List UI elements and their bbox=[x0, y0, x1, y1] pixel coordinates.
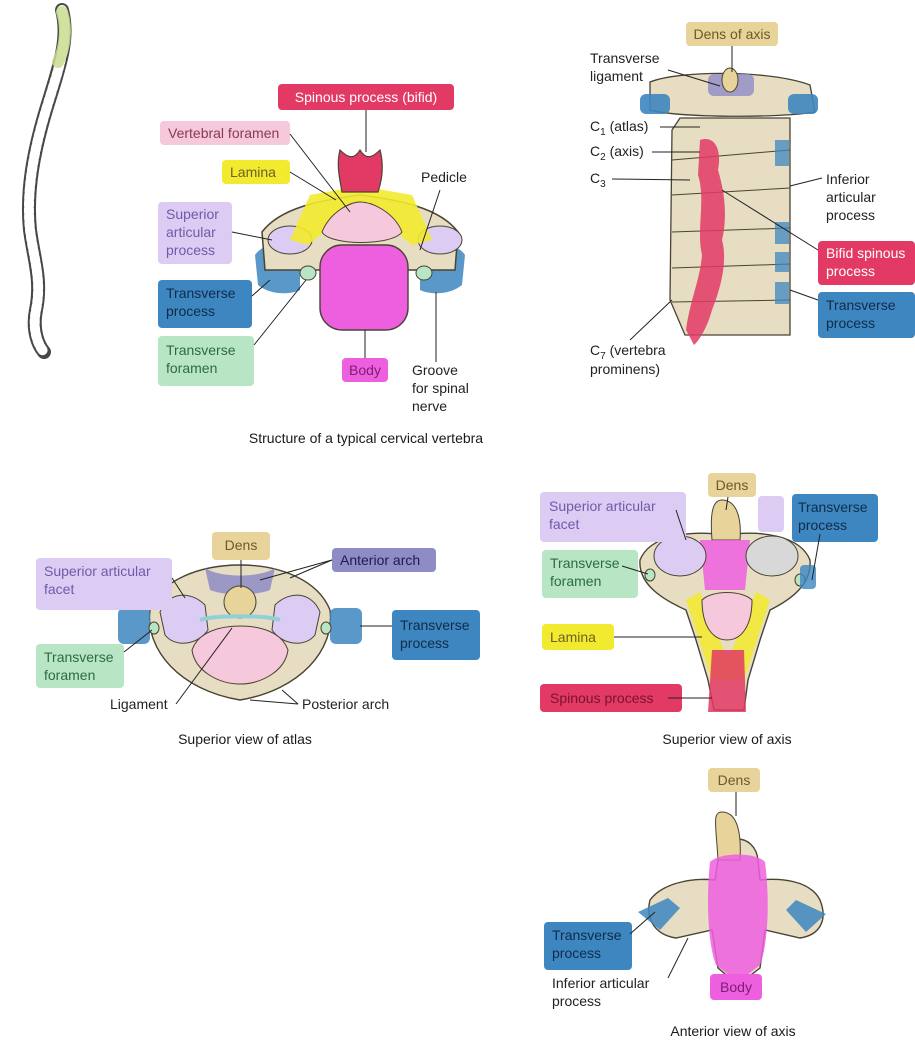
label-axis-transverse-1: Transverse bbox=[798, 499, 868, 515]
label-pedicle: Pedicle bbox=[421, 169, 467, 185]
label-atlas-facet-1: Superior articular bbox=[44, 563, 151, 579]
label-superior-articular-3: process bbox=[166, 242, 215, 258]
label-groove-3: nerve bbox=[412, 398, 447, 414]
label-ligament: Ligament bbox=[110, 696, 168, 712]
label-atlas-dens: Dens bbox=[225, 537, 258, 553]
label-anterior-transverse-2: process bbox=[552, 945, 601, 961]
label-anterior-dens: Dens bbox=[718, 772, 751, 788]
label-superior-articular-2: articular bbox=[166, 224, 216, 240]
label-column-transverse-1: Transverse bbox=[826, 297, 896, 313]
label-bifid-spinous-1: Bifid spinous bbox=[826, 245, 905, 261]
label-inferior-articular-1: Inferior bbox=[826, 171, 870, 187]
label-transverse-ligament-1: Transverse bbox=[590, 50, 660, 66]
label-bifid-spinous-2: process bbox=[826, 263, 875, 279]
label-transverse-process-1: Transverse bbox=[166, 285, 236, 301]
label-vertebral-foramen: Vertebral foramen bbox=[168, 125, 279, 141]
label-axis-lamina: Lamina bbox=[550, 629, 596, 645]
label-body: Body bbox=[349, 362, 381, 378]
label-transverse-foramen-2: foramen bbox=[166, 360, 217, 376]
label-anterior-inferior-2: process bbox=[552, 993, 601, 1009]
label-transverse-foramen-1: Transverse bbox=[166, 342, 236, 358]
label-spinous-bifid: Spinous process (bifid) bbox=[295, 89, 437, 105]
label-c7-2: prominens) bbox=[590, 361, 660, 377]
label-column-transverse-2: process bbox=[826, 315, 875, 331]
label-c2: C2 (axis) bbox=[590, 143, 644, 163]
label-superior-articular-1: Superior bbox=[166, 206, 219, 222]
label-atlas-foramen-2: foramen bbox=[44, 667, 95, 683]
spine-silhouette bbox=[29, 10, 65, 352]
label-lamina: Lamina bbox=[230, 164, 276, 180]
axis-anterior-illustration bbox=[638, 812, 826, 985]
label-dens-of-axis: Dens of axis bbox=[693, 26, 770, 42]
caption-axis-anterior: Anterior view of axis bbox=[670, 1023, 795, 1039]
label-posterior-arch: Posterior arch bbox=[302, 696, 389, 712]
label-axis-facet-1: Superior articular bbox=[549, 498, 656, 514]
label-axis-foramen-1: Transverse bbox=[550, 555, 620, 571]
caption-typical: Structure of a typical cervical vertebra bbox=[249, 430, 483, 446]
caption-axis-superior: Superior view of axis bbox=[662, 731, 791, 747]
label-inferior-articular-2: articular bbox=[826, 189, 876, 205]
label-atlas-transverse-2: process bbox=[400, 635, 449, 651]
label-anterior-inferior-1: Inferior articular bbox=[552, 975, 650, 991]
label-axis-transverse-2: process bbox=[798, 517, 847, 533]
caption-atlas: Superior view of atlas bbox=[178, 731, 312, 747]
cervical-column-illustration bbox=[640, 68, 818, 345]
label-transverse-ligament-2: ligament bbox=[590, 68, 643, 84]
label-axis-facet-2: facet bbox=[549, 516, 579, 532]
label-anterior-transverse-1: Transverse bbox=[552, 927, 622, 943]
label-atlas-transverse-1: Transverse bbox=[400, 617, 470, 633]
label-groove-2: for spinal bbox=[412, 380, 469, 396]
label-c3: C3 bbox=[590, 170, 606, 190]
label-anterior-arch: Anterior arch bbox=[340, 552, 420, 568]
label-axis-foramen-2: foramen bbox=[550, 573, 601, 589]
label-anterior-body: Body bbox=[720, 979, 752, 995]
label-transverse-process-2: process bbox=[166, 303, 215, 319]
label-groove-1: Groove bbox=[412, 362, 458, 378]
label-inferior-articular-3: process bbox=[826, 207, 875, 223]
label-axis-dens: Dens bbox=[716, 477, 749, 493]
label-c7-1: C7 (vertebra bbox=[590, 342, 666, 362]
label-atlas-facet-2: facet bbox=[44, 581, 74, 597]
label-atlas-foramen-1: Transverse bbox=[44, 649, 114, 665]
label-c1: C1 (atlas) bbox=[590, 118, 648, 138]
label-axis-spinous: Spinous process bbox=[550, 690, 654, 706]
